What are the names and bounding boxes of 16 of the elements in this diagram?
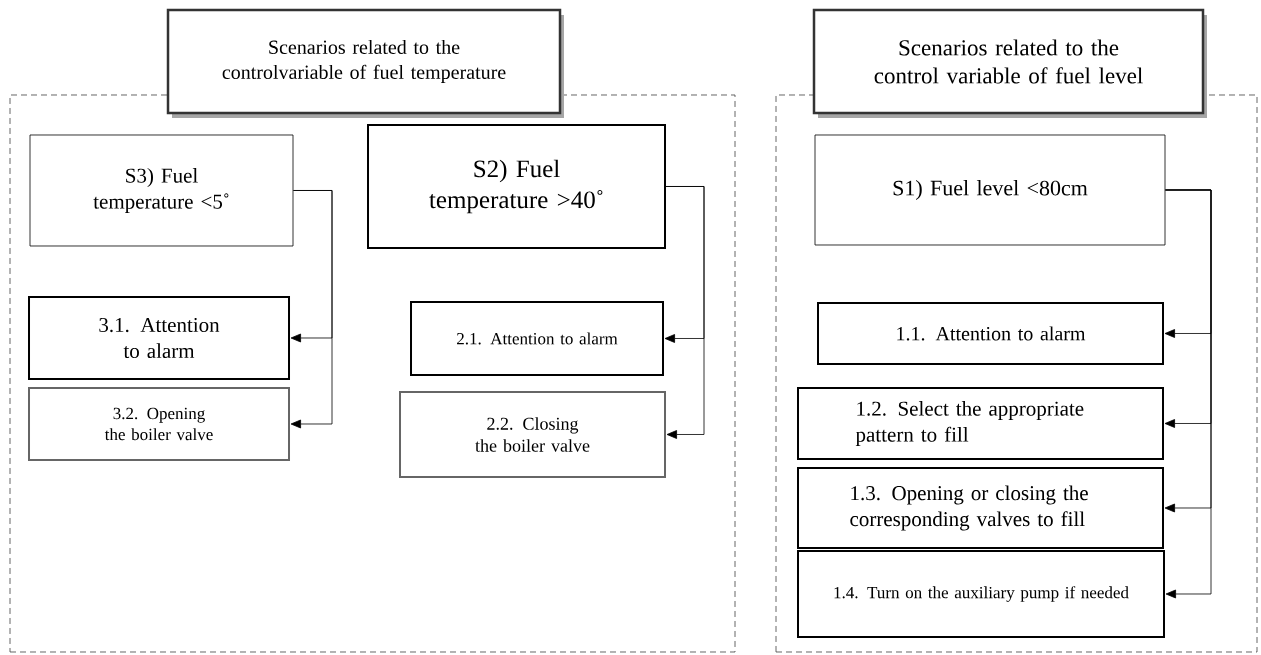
scenario-box: S2) Fuel temperature >40˚ [367, 124, 666, 249]
heading-box: Scenarios related to the control variable of fuel level [812, 8, 1207, 118]
scenario-box: S1) Fuel level <80cm [814, 134, 1166, 246]
heading-box: Scenarios related to the controlvariable of fuel temperature [166, 8, 564, 118]
process-box: 2.1. Attention to alarm [410, 301, 664, 376]
arrow [290, 190, 333, 429]
process-box: 3.1. Attention to alarm [28, 296, 290, 380]
process-box: 2.2. Closing the boiler valve [399, 391, 666, 478]
process-box: 3.2. Opening the boiler valve [28, 387, 290, 461]
arrow [1165, 189, 1212, 599]
arrow [665, 186, 705, 439]
process-box: 1.4. Turn on the auxiliary pump if needed [797, 550, 1165, 638]
scenario-box: S3) Fuel temperature <5˚ [29, 134, 294, 247]
process-box: 1.1. Attention to alarm [817, 302, 1164, 365]
process-box: 1.3. Opening or closing the corresponding valves to fill [797, 467, 1164, 549]
process-box: 1.2. Select the appropriate pattern to fill [797, 387, 1164, 460]
